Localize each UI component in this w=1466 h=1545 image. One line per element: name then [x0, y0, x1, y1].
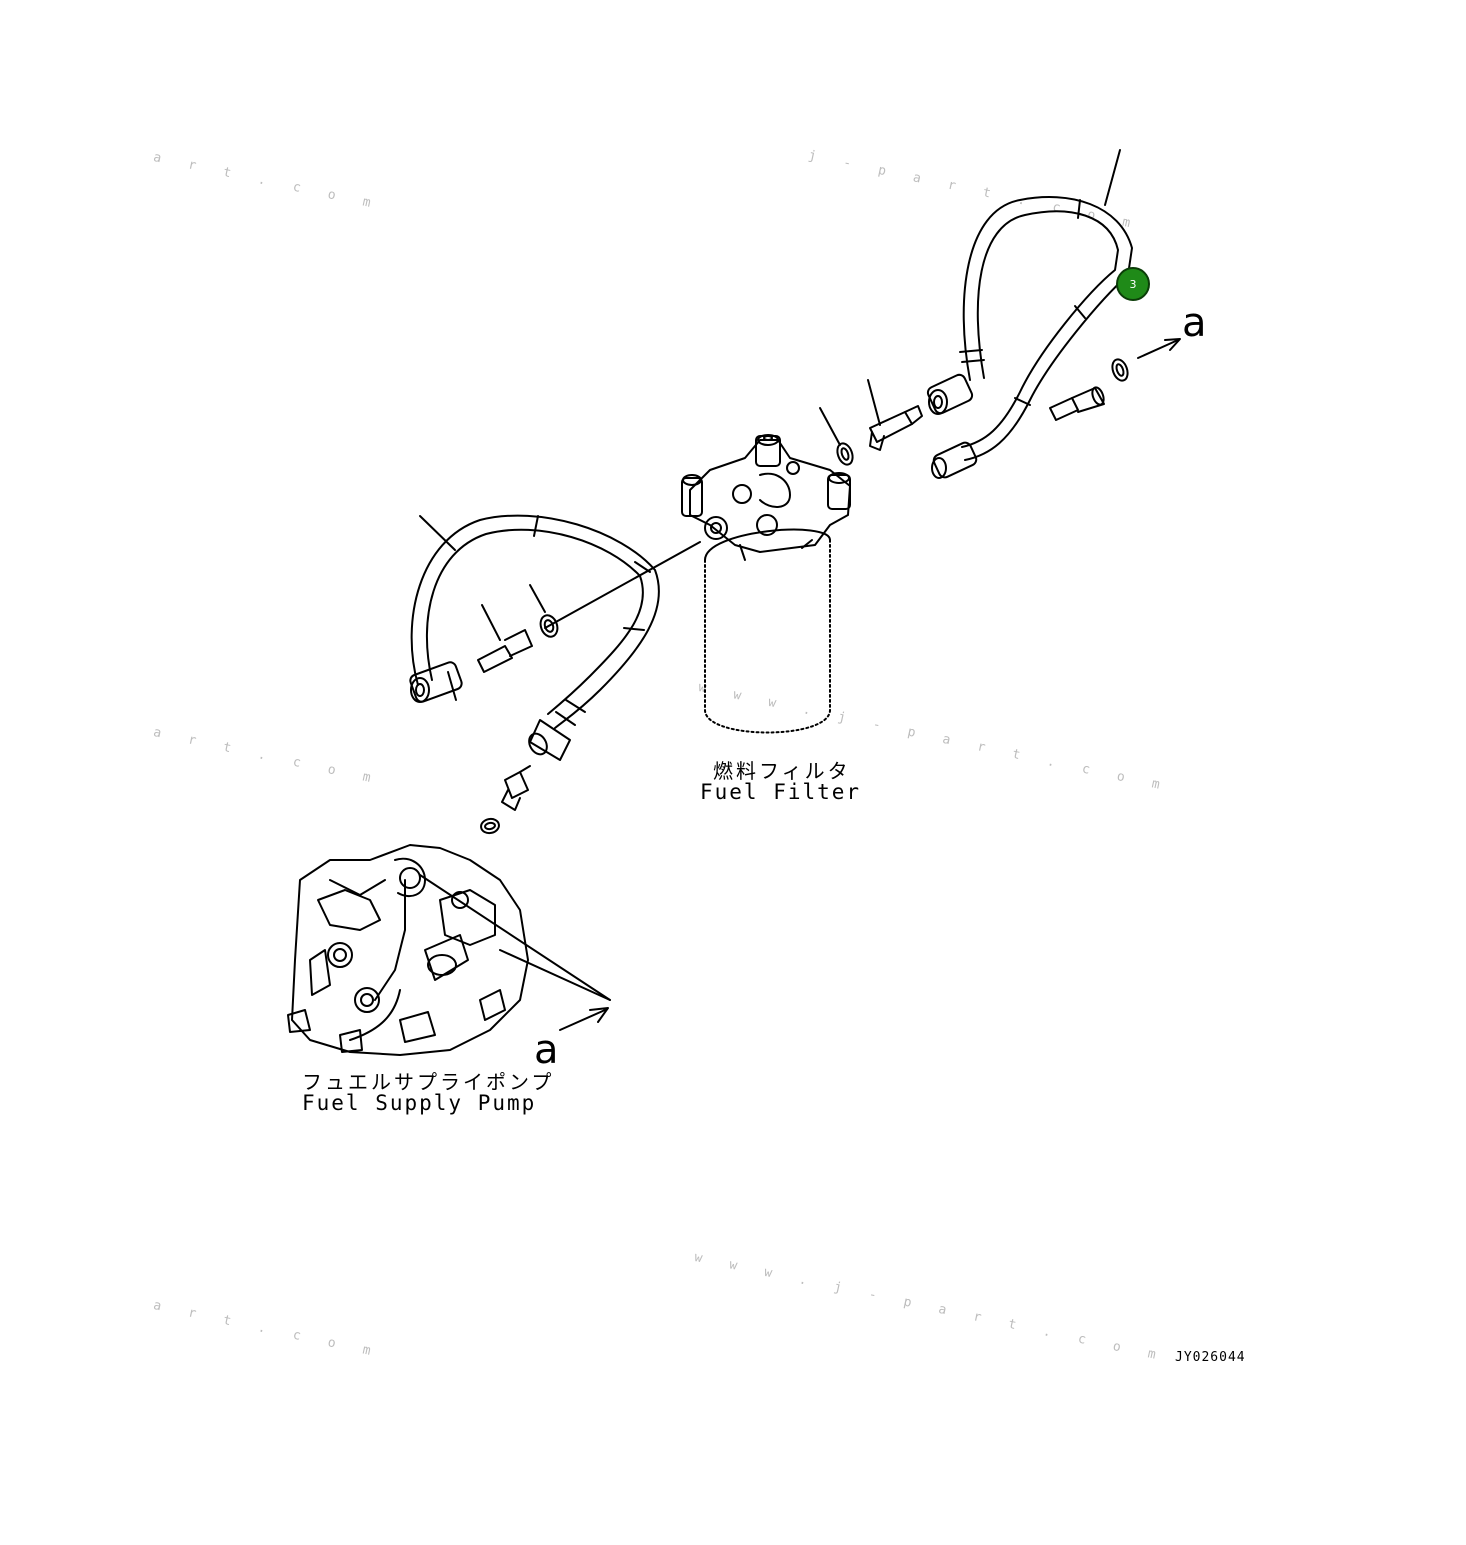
leader-line — [419, 515, 456, 551]
callout-number: 3 — [1129, 277, 1137, 291]
right-connector — [1049, 338, 1181, 421]
drawing-code: JY026044 — [1175, 1350, 1246, 1365]
pump-label-jp: フュエルサプライポンプ — [302, 1070, 555, 1094]
lower-nipple — [477, 604, 533, 673]
fuel-supply-pump — [287, 844, 529, 1056]
view-arrow-letter: a — [1182, 300, 1207, 346]
fuel-filter — [681, 434, 851, 734]
fuel-filter-label-jp: 燃料フィルタ — [713, 759, 851, 783]
pump-connector — [480, 765, 531, 835]
fuel-filter-label-en: Fuel Filter — [700, 780, 862, 804]
upper-nipple — [867, 379, 923, 451]
leader-line — [1104, 149, 1121, 206]
lower-hose — [409, 514, 660, 761]
pump-label-en: Fuel Supply Pump — [302, 1091, 537, 1115]
view-arrow-letter: a — [534, 1027, 559, 1073]
upper-hose — [926, 196, 1133, 479]
part-callout-3[interactable]: 3 — [1116, 267, 1150, 301]
